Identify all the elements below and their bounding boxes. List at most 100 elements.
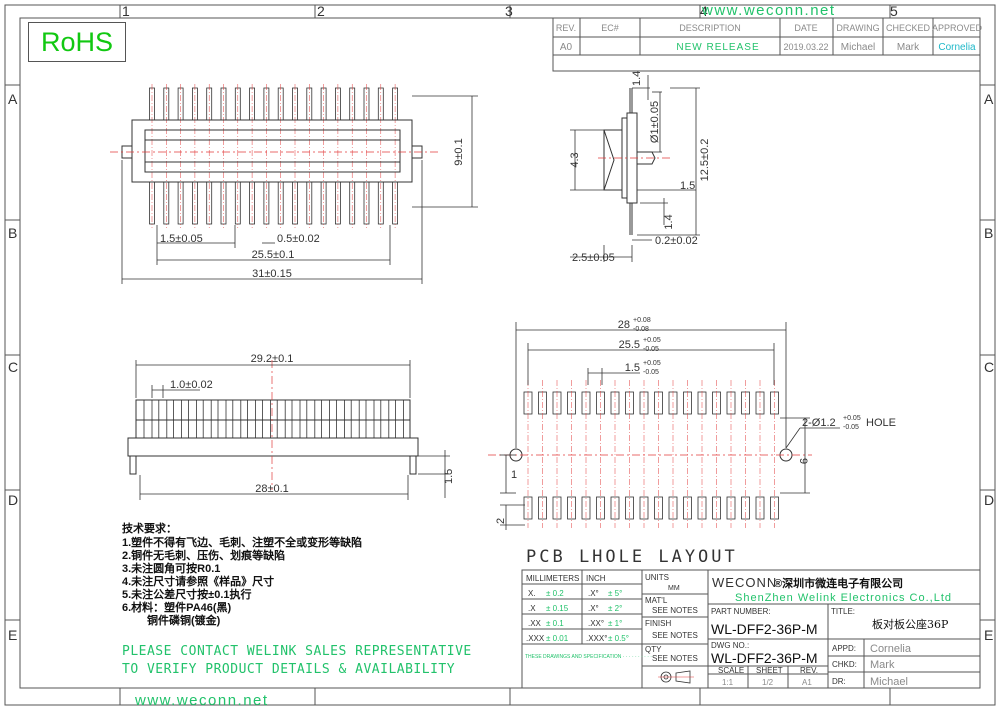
front-view-pin — [395, 399, 405, 439]
scale-value: 1:1 — [722, 678, 734, 687]
pcb-pad-bottom — [697, 496, 707, 520]
pcb-pad-bottom — [668, 496, 678, 520]
pcb-dim-2: 2 — [495, 518, 507, 524]
row-label-c: C — [8, 359, 18, 375]
front-view-pin — [321, 399, 331, 439]
row-label-c-right: C — [984, 359, 994, 375]
pcb-tol-28-plus: +0.08 — [633, 317, 651, 324]
tol-r2-c4: ± 2° — [608, 604, 622, 613]
note-7: 铜件磷铜(镀金) — [146, 613, 221, 627]
tol-r2-c3: .X° — [588, 604, 599, 613]
rev-cell-rev: A0 — [560, 42, 573, 53]
rev-value: A1 — [802, 678, 812, 687]
units-value: MM — [668, 585, 680, 592]
row-label-b-right: B — [984, 225, 993, 241]
note-1: 1.塑件不得有飞边、毛刺、注塑不全或变形等缺陷 — [122, 535, 362, 549]
front-dim-28: 28±0.1 — [255, 483, 289, 495]
dim-0-5: 0.5±0.02 — [277, 233, 320, 245]
pcb-pad-bottom — [610, 496, 620, 520]
front-view-pin — [276, 399, 286, 439]
units-label: UNITS — [645, 573, 669, 582]
revision-table: REV. EC# DESCRIPTION DATE DRAWING CHECKE… — [552, 17, 983, 72]
rev-label: REV. — [800, 666, 818, 675]
chkd-label: CHKD: — [832, 660, 857, 669]
front-view-pin — [158, 399, 168, 439]
front-view-pin — [365, 399, 375, 439]
pcb-pad-bottom — [581, 496, 591, 520]
front-view-pin — [217, 399, 227, 439]
rev-header-ec: EC# — [601, 23, 619, 33]
pcb-pad-bottom — [552, 496, 562, 520]
dr-value: Michael — [870, 676, 908, 688]
front-view-pin — [187, 399, 197, 439]
dwg-number-label: DWG NO.: — [711, 641, 749, 650]
tol-r1-c3: .X° — [588, 589, 599, 598]
row-label-d: D — [8, 492, 18, 508]
finish-label: FINISH — [645, 619, 671, 628]
front-view: 29.2±0.1 1.0±0.02 28±0.1 1.5 — [127, 353, 455, 500]
scale-label: SCALE — [718, 666, 744, 675]
pcb-pad-bottom — [523, 496, 533, 520]
front-view-pins — [143, 399, 405, 439]
dim-31: 31±0.15 — [252, 268, 292, 280]
tol-r1-c4: ± 5° — [608, 589, 622, 598]
front-view-pin — [261, 399, 271, 439]
notes-title: 技术要求： — [122, 521, 177, 535]
pcb-pad-bottom — [712, 496, 721, 520]
dwg-number: WL-DFF2-36P-M — [711, 650, 818, 666]
pcb-pad-bottom — [567, 496, 576, 520]
pcb-pad-bottom — [770, 496, 779, 520]
contact-line-1: PLEASE CONTACT WELINK SALES REPRESENTATI… — [122, 644, 472, 659]
front-view-pin — [202, 399, 212, 439]
pcb-hole-label: 2-Ø1.2 — [802, 417, 836, 429]
fine-print: THESE DRAWINGS AND SPECIFICATION · · · ·… — [525, 654, 652, 660]
pcb-hole-suffix: HOLE — [866, 417, 896, 429]
side-dim-12-5: 12.5±0.2 — [699, 139, 711, 182]
rev-cell-drawing: Michael — [841, 42, 875, 53]
pcb-hole-tol-plus: +0.05 — [843, 415, 861, 422]
note-2: 2.铜件无毛刺、压伤、划痕等缺陷 — [122, 548, 285, 562]
appd-value: Cornelia — [870, 643, 912, 655]
technical-notes: 技术要求： 1.塑件不得有飞边、毛刺、注塑不全或变形等缺陷 2.铜件无毛刺、压伤… — [122, 521, 362, 627]
pcb-hole-tol-minus: -0.05 — [843, 424, 859, 431]
front-view-pin — [335, 399, 345, 439]
rev-cell-date: 2019.03.22 — [783, 42, 828, 52]
rev-cell-description: NEW RELEASE — [676, 42, 759, 53]
pcb-tol-1-5-minus: -0.05 — [643, 369, 659, 376]
finish-value: SEE NOTES — [652, 631, 698, 640]
row-label-d-right: D — [984, 492, 994, 508]
row-label-a: A — [8, 91, 18, 107]
note-6: 6.材料：塑件PA46(黑) — [122, 600, 232, 614]
rohs-badge: RoHS — [28, 22, 126, 62]
part-number: WL-DFF2-36P-M — [711, 621, 818, 637]
dr-label: DR: — [832, 677, 846, 686]
side-dim-4-3: 4.3 — [569, 152, 581, 167]
border-ticks — [5, 5, 995, 705]
title-block: MILLIMETERS INCH X. ± 0.2 .X° ± 5° .X ± … — [521, 569, 981, 689]
pcb-tol-28-minus: -0.08 — [633, 326, 649, 333]
border-row-labels: A B C D E A B C D E — [8, 91, 994, 643]
pcb-dim-9: 9 — [797, 458, 809, 464]
dim-25-5: 25.5±0.1 — [252, 249, 295, 261]
side-dim-1-4-top: 1.4 — [631, 71, 643, 86]
side-dim-0-2: 0.2±0.02 — [655, 235, 698, 247]
col-label-5: 5 — [890, 3, 898, 19]
side-dim-2-5: 2.5±0.05 — [572, 252, 615, 264]
top-view-pins — [149, 84, 399, 228]
pcb-pad-bottom — [654, 496, 663, 520]
watermark-bottom: www.weconn.net — [134, 692, 269, 709]
sheet-value: 1/2 — [762, 678, 774, 687]
tol-header-inch: INCH — [586, 574, 606, 583]
col-label-4: 4 — [700, 3, 708, 19]
rev-header-date: DATE — [794, 23, 817, 33]
rev-header-approved: APPROVED — [932, 23, 983, 33]
contact-notice: PLEASE CONTACT WELINK SALES REPRESENTATI… — [122, 644, 472, 677]
dim-9: 9±0.1 — [453, 138, 465, 165]
front-view-pin — [143, 399, 153, 439]
pcb-tol-25-5-minus: -0.05 — [643, 346, 659, 353]
pcb-dim-25-5: 25.5 — [619, 339, 640, 351]
pcb-pads — [523, 380, 779, 528]
sheet-label: SHEET — [756, 666, 783, 675]
pcb-pad-bottom — [639, 496, 649, 520]
